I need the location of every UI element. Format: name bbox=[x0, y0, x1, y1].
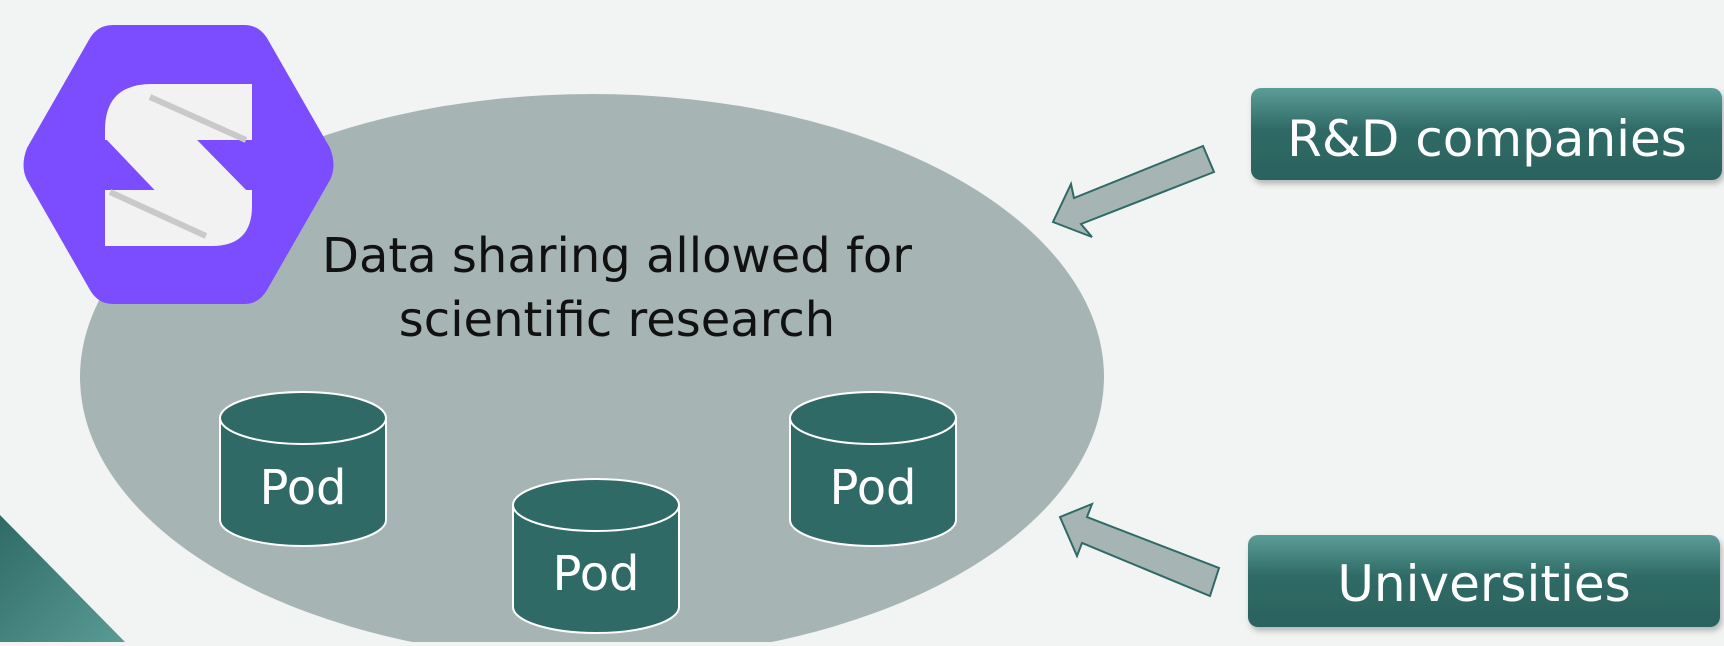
pod-label: Pod bbox=[829, 460, 916, 516]
ellipse-label-line2: scientific research bbox=[399, 292, 835, 348]
universities-box: Universities bbox=[1248, 535, 1720, 627]
ellipse-label-line1: Data sharing allowed for bbox=[322, 228, 912, 284]
rd-companies-label: R&D companies bbox=[1287, 110, 1687, 168]
universities-label: Universities bbox=[1337, 555, 1630, 613]
pod-label: Pod bbox=[259, 460, 346, 516]
rd-companies-box: R&D companies bbox=[1251, 88, 1722, 180]
pod-cylinder: Pod bbox=[219, 391, 387, 547]
arrow-from-rd-companies bbox=[1051, 144, 1216, 238]
pod-cylinder: Pod bbox=[789, 391, 957, 547]
arrow-from-universities bbox=[1058, 502, 1221, 598]
corner-decoration bbox=[0, 515, 125, 642]
pod-label: Pod bbox=[552, 546, 639, 602]
solid-s-logo-icon bbox=[23, 25, 334, 304]
pod-cylinder: Pod bbox=[512, 478, 680, 634]
